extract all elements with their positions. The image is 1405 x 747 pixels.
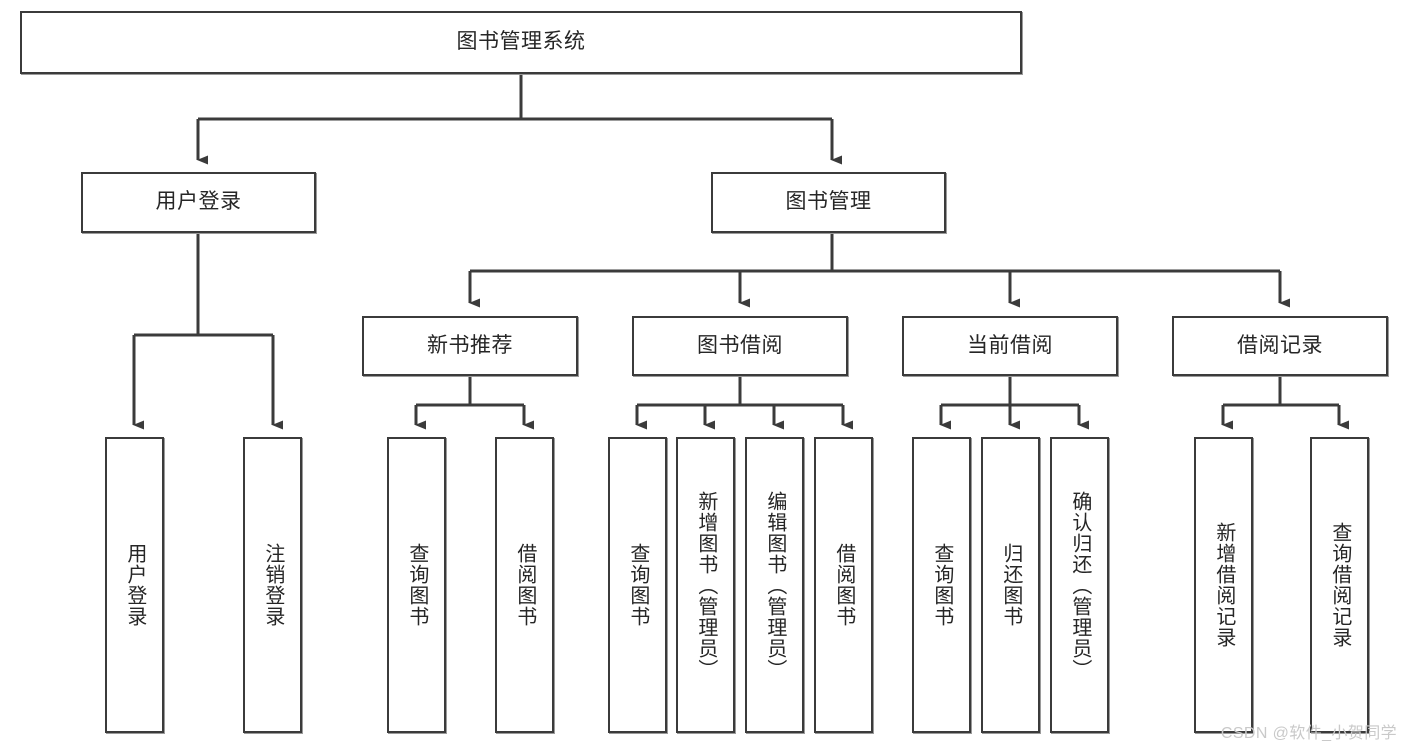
- node-borrow-record[interactable]: 借阅记录: [1172, 316, 1388, 376]
- leaf-user-login-sign-out-label: 注销登录: [261, 543, 284, 627]
- leaf-borrow-edit-book-label: 编辑图书（管理员）: [763, 490, 786, 680]
- node-current-borrow[interactable]: 当前借阅: [902, 316, 1118, 376]
- leaf-new-book-borrow-label: 借阅图书: [513, 543, 536, 627]
- node-current-borrow-label: 当前借阅: [967, 333, 1053, 357]
- leaf-current-return-book[interactable]: 归还图书: [981, 437, 1040, 733]
- leaf-user-login-sign-in[interactable]: 用户登录: [105, 437, 164, 733]
- node-new-book-recommend-label: 新书推荐: [427, 333, 513, 357]
- node-user-login[interactable]: 用户登录: [81, 172, 316, 233]
- node-user-login-label: 用户登录: [155, 190, 242, 214]
- leaf-borrow-add-book-label: 新增图书（管理员）: [694, 490, 717, 680]
- leaf-new-book-borrow[interactable]: 借阅图书: [495, 437, 554, 733]
- leaf-record-add-label: 新增借阅记录: [1212, 522, 1235, 648]
- leaf-borrow-query-book[interactable]: 查询图书: [608, 437, 667, 733]
- leaf-current-confirm-return[interactable]: 确认归还（管理员）: [1050, 437, 1109, 733]
- leaf-user-login-sign-in-label: 用户登录: [123, 543, 146, 627]
- leaf-record-add[interactable]: 新增借阅记录: [1194, 437, 1253, 733]
- watermark-text: CSDN @软件_小贺同学: [1220, 725, 1397, 742]
- node-borrow-record-label: 借阅记录: [1237, 333, 1323, 357]
- node-root-system[interactable]: 图书管理系统: [20, 11, 1022, 74]
- leaf-current-query-book-label: 查询图书: [930, 543, 953, 627]
- node-new-book-recommend[interactable]: 新书推荐: [362, 316, 578, 376]
- node-book-management-label: 图书管理: [785, 190, 872, 214]
- node-book-management[interactable]: 图书管理: [711, 172, 946, 233]
- node-root-system-label: 图书管理系统: [456, 30, 586, 54]
- leaf-record-query-label: 查询借阅记录: [1328, 522, 1351, 648]
- leaf-current-confirm-return-label: 确认归还（管理员）: [1068, 490, 1091, 680]
- leaf-borrow-add-book[interactable]: 新增图书（管理员）: [676, 437, 735, 733]
- leaf-new-book-query[interactable]: 查询图书: [387, 437, 446, 733]
- leaf-borrow-borrow-book[interactable]: 借阅图书: [814, 437, 873, 733]
- leaf-current-query-book[interactable]: 查询图书: [912, 437, 971, 733]
- leaf-borrow-query-book-label: 查询图书: [626, 543, 649, 627]
- leaf-new-book-query-label: 查询图书: [405, 543, 428, 627]
- leaf-borrow-edit-book[interactable]: 编辑图书（管理员）: [745, 437, 804, 733]
- leaf-current-return-book-label: 归还图书: [999, 543, 1022, 627]
- node-book-borrow-label: 图书借阅: [697, 333, 783, 357]
- leaf-user-login-sign-out[interactable]: 注销登录: [243, 437, 302, 733]
- node-book-borrow[interactable]: 图书借阅: [632, 316, 848, 376]
- leaf-borrow-borrow-book-label: 借阅图书: [832, 543, 855, 627]
- leaf-record-query[interactable]: 查询借阅记录: [1310, 437, 1369, 733]
